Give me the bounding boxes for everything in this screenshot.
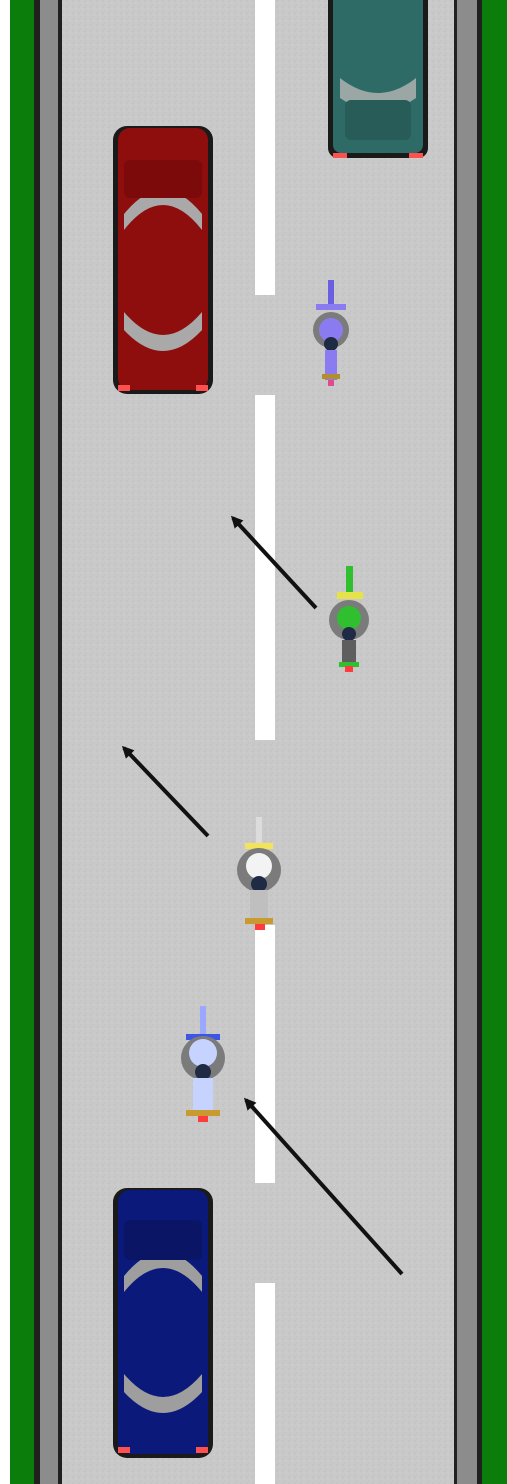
lane-dash (255, 1283, 275, 1484)
lane-dash (255, 925, 275, 1183)
right-grass (478, 0, 507, 1484)
left-shoulder-gray (40, 0, 58, 1484)
red-car (113, 126, 213, 394)
left-white-strip (0, 0, 10, 1484)
right-shoulder-gray (457, 0, 477, 1484)
lane-dash (255, 0, 275, 295)
blue-car (113, 1188, 213, 1458)
lane-dash (255, 395, 275, 740)
teal-car (328, 0, 428, 158)
